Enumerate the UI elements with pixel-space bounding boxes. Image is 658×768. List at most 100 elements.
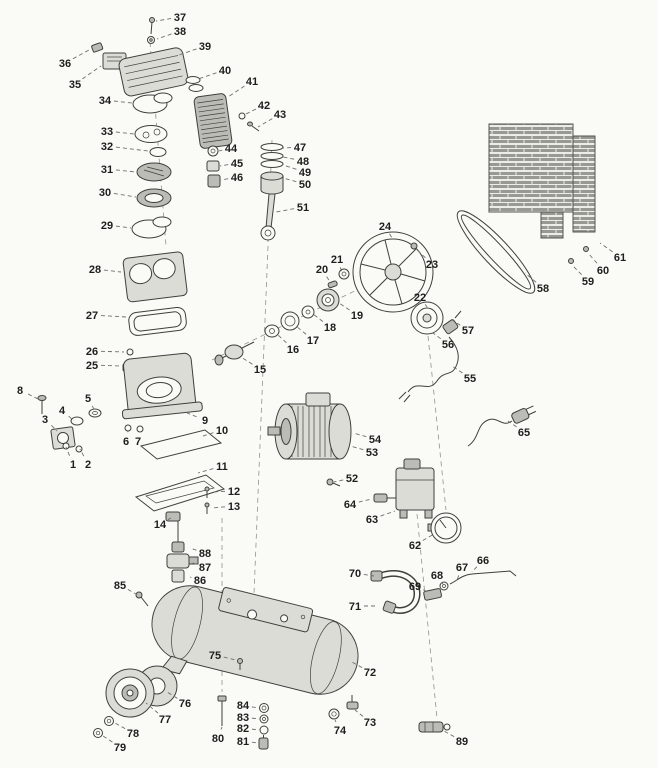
axle-bolt-80 (217, 695, 227, 726)
leader-line-53 (349, 445, 364, 451)
part-label-25: 25 (86, 360, 98, 372)
part-label-29: 29 (101, 220, 113, 232)
flywheel (352, 231, 434, 313)
wheel-front (105, 668, 155, 718)
terminal-connector (91, 42, 104, 53)
pump-mount-parts (37, 395, 144, 453)
leader-line-37 (155, 18, 172, 22)
power-cord-plug (467, 405, 537, 447)
leader-line-19 (338, 302, 350, 311)
leader-line-36 (72, 49, 90, 60)
part-label-68: 68 (431, 570, 443, 582)
leader-line-44 (218, 149, 223, 152)
part-label-79: 79 (114, 742, 126, 754)
leader-line-10 (199, 432, 214, 438)
leader-line-1 (65, 446, 70, 456)
leader-line-50 (282, 177, 297, 183)
part-label-3: 3 (42, 414, 48, 426)
part-label-89: 89 (456, 736, 468, 748)
part-label-71: 71 (349, 601, 361, 613)
leader-line-45 (219, 164, 229, 167)
leader-line-33 (115, 131, 135, 135)
plate-bolts (204, 486, 210, 514)
connecting-rod (260, 193, 276, 241)
part-label-4: 4 (59, 405, 66, 417)
leader-line-88 (189, 547, 197, 551)
part-label-63: 63 (366, 514, 378, 526)
leader-line-13 (211, 506, 226, 509)
leader-line-63 (380, 510, 396, 517)
part-label-31: 31 (101, 164, 113, 176)
steel-outlet-pipe (449, 570, 517, 585)
cylinder-block (122, 251, 188, 303)
leader-line-57 (451, 319, 461, 326)
leader-line-41 (227, 85, 245, 98)
part-label-32: 32 (101, 141, 113, 153)
part-label-15: 15 (254, 364, 266, 376)
part-label-64: 64 (344, 499, 357, 511)
air-tank (151, 585, 359, 695)
gasket-32 (149, 147, 167, 157)
part-label-73: 73 (364, 717, 376, 729)
part-label-36: 36 (59, 58, 71, 70)
part-label-78: 78 (127, 728, 139, 740)
leader-line-73 (354, 709, 364, 717)
part-label-46: 46 (231, 172, 243, 184)
part-label-26: 26 (86, 346, 98, 358)
hose-coupler (423, 588, 442, 601)
part-label-44: 44 (225, 143, 238, 155)
part-label-10: 10 (216, 425, 228, 437)
part-label-34: 34 (99, 95, 112, 107)
unloader-fitting (373, 493, 396, 503)
motor-fitting (326, 478, 341, 487)
leader-line-31 (115, 169, 137, 173)
pressure-gauge (427, 512, 462, 544)
part-label-48: 48 (297, 156, 309, 168)
leader-line-40 (197, 72, 217, 80)
air-filter (193, 93, 233, 149)
part-label-70: 70 (349, 568, 361, 580)
leader-line-17 (295, 325, 307, 335)
crankshaft (214, 341, 255, 366)
valve-plate-30 (136, 188, 172, 208)
leader-line-14 (167, 517, 172, 521)
leader-line-28 (103, 269, 122, 273)
cylinder-head (118, 47, 189, 97)
leader-line-89 (443, 730, 455, 738)
coupler-nut (439, 581, 449, 591)
leader-line-60 (587, 252, 598, 264)
part-label-9: 9 (202, 415, 208, 427)
leader-line-58 (524, 272, 537, 283)
leader-line-39 (175, 48, 197, 57)
part-label-60: 60 (597, 265, 609, 277)
axle-washers (93, 716, 114, 738)
leader-line-51 (275, 208, 295, 213)
part-label-83: 83 (237, 712, 249, 724)
leader-line-15 (240, 356, 253, 365)
leader-line-77 (145, 702, 159, 714)
part-label-87: 87 (199, 562, 211, 574)
part-label-50: 50 (299, 179, 311, 191)
part-label-12: 12 (228, 486, 240, 498)
leader-line-82 (251, 728, 260, 731)
part-label-30: 30 (99, 187, 111, 199)
part-label-6: 6 (123, 436, 129, 448)
bearing-17 (280, 311, 300, 331)
part-label-22: 22 (414, 292, 426, 304)
part-label-57: 57 (462, 325, 474, 337)
part-label-74: 74 (334, 725, 347, 737)
part-label-42: 42 (258, 100, 270, 112)
part-label-51: 51 (297, 202, 309, 214)
part-label-61: 61 (614, 252, 626, 264)
part-label-85: 85 (114, 580, 126, 592)
leader-line-18 (312, 313, 324, 322)
part-label-58: 58 (537, 283, 549, 295)
leader-line-32 (115, 146, 149, 152)
leader-line-49 (282, 164, 297, 170)
handle-screw-75 (237, 658, 243, 670)
part-label-17: 17 (307, 335, 319, 347)
leader-line-27 (100, 315, 127, 318)
leader-line-75 (223, 656, 237, 661)
part-label-16: 16 (287, 344, 299, 356)
